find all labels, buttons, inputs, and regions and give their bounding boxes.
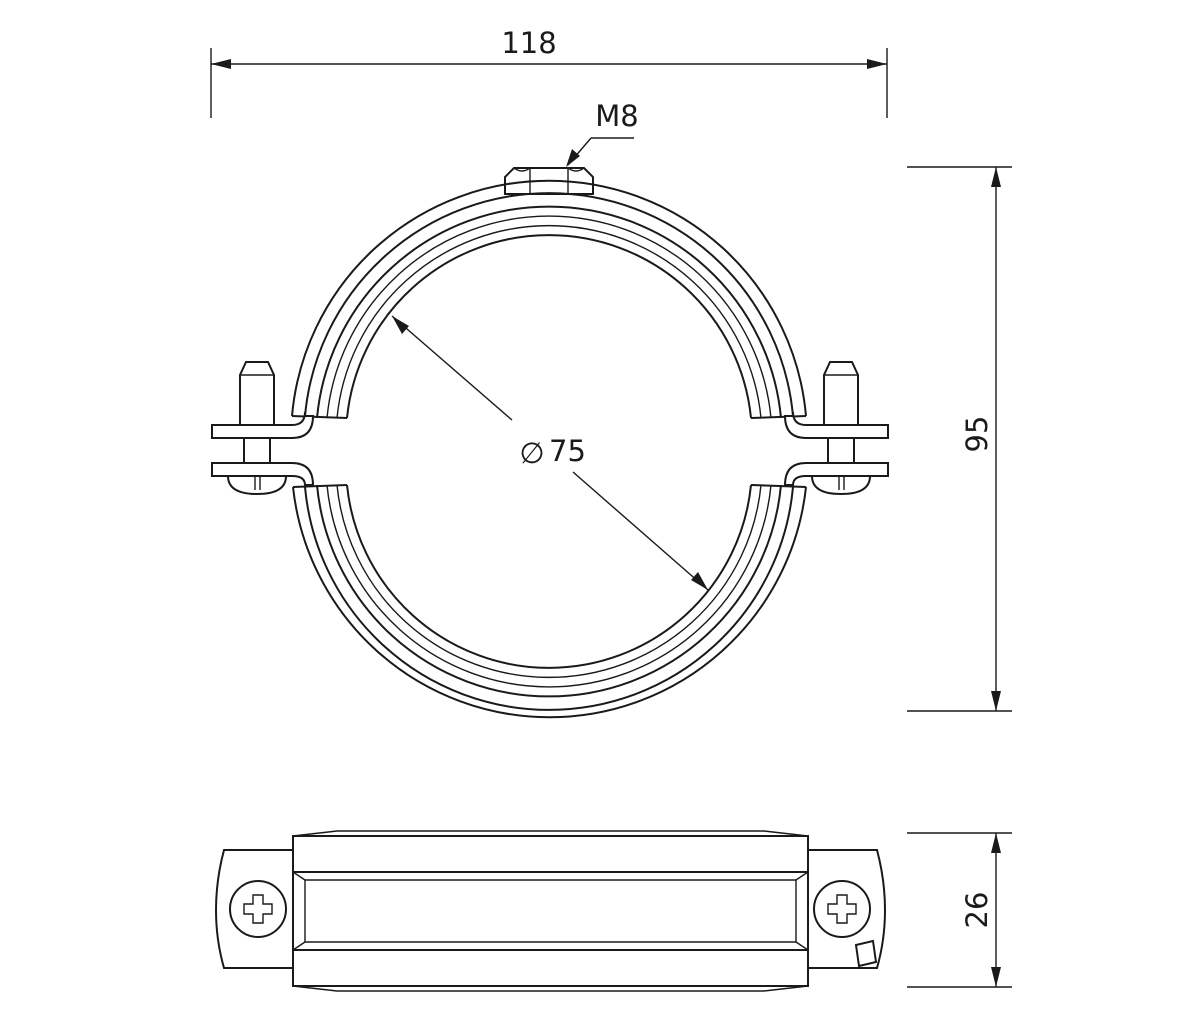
- side-band: [292, 830, 809, 992]
- dimension-height: 95: [907, 166, 1012, 712]
- dimension-diameter: ∅ 75: [391, 315, 709, 591]
- upper-clamp-half: [291, 179, 807, 419]
- dimension-width-label: 118: [501, 26, 556, 60]
- side-right-ear: [807, 849, 887, 969]
- dimension-thread-label: M8: [595, 99, 638, 133]
- dimension-width: 118: [210, 26, 888, 118]
- dimension-thread: M8: [566, 99, 639, 167]
- dimension-depth-label: 26: [960, 892, 994, 929]
- clamp-side-view: [214, 830, 887, 992]
- dimension-height-label: 95: [960, 416, 994, 453]
- phillips-screw-icon: [243, 894, 273, 924]
- right-bolt-assembly: [783, 361, 889, 496]
- dimension-diameter-label: 75: [549, 434, 586, 468]
- clamp-front-view: ∅ 75: [211, 167, 889, 719]
- dimension-diameter-symbol: ∅: [519, 436, 544, 470]
- side-left-ear: [214, 849, 294, 969]
- lower-clamp-half: [292, 484, 807, 719]
- phillips-screw-icon: [827, 894, 857, 924]
- left-bolt-assembly: [211, 361, 315, 496]
- dimension-depth: 26: [907, 832, 1012, 988]
